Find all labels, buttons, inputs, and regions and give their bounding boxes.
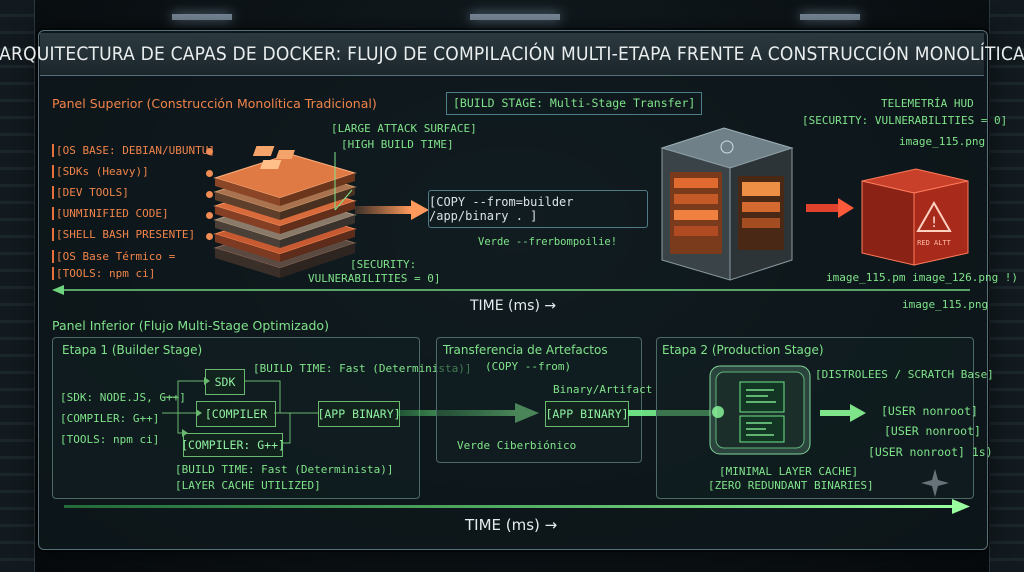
ceiling-light [800,14,860,20]
transfer-app-binary-box: [APP BINARY] [545,401,629,427]
page-title: ARQUITECTURA DE CAPAS DE DOCKER: FLUJO D… [0,43,1024,65]
server-rack-left [0,0,35,572]
ceiling-light [470,14,560,20]
stage2-title: Etapa 2 (Production Stage) [662,343,824,357]
layer-label: [OS BASE: DEBIAN/UBUNTU] [52,144,215,157]
hud-security: [SECURITY: VULNERABILITIES = 0] [802,114,1008,127]
copy-command-text: [COPY --from=builder /app/binary . ] [429,195,574,223]
stage1-connectors [162,377,318,444]
top-time-label: TIME (ms) → [470,298,557,314]
transfer-panel [436,337,642,463]
stack-note: [LARGE ATTACK SURFACE] [331,122,477,135]
connector-dot [206,170,213,177]
warning-sign-text: RED ALTT [917,239,952,247]
image-bottom-ref: image_115.png [902,298,989,311]
stage1-input: [COMPILER: G++] [60,412,160,425]
compiler-box-label: [COMPILER [204,407,268,421]
copy-command-caption: Verde --frerbompoilie! [478,236,618,248]
layer-label: [SDKs (Heavy)] [52,165,149,178]
stage2-base-note: [DISTROLEES / SCRATCH Base] [815,368,994,381]
hud-image-ref: image_115.png [899,135,986,148]
sdk-box-label: SDK [214,375,236,389]
stage2-panel [656,337,974,499]
ceiling-light [172,14,232,20]
connector-dot [206,233,213,240]
stage1-input: [SDK: NODE.JS, G++] [60,391,186,404]
title-bar: ARQUITECTURA DE CAPAS DE DOCKER: FLUJO D… [0,33,1024,76]
top-panel-heading: Panel Superior (Construcción Monolítica … [52,96,377,111]
stack-note: [HIGH BUILD TIME] [341,138,454,151]
flow-arrow-red [806,198,854,218]
container-crate [660,127,794,281]
transfer-footer: Verde Ciberbiónico [457,439,577,452]
security-note: [SECURITY: [350,258,417,271]
stage1-title: Etapa 1 (Builder Stage) [62,343,203,357]
compiler-gpp-box-label: [COMPILER: G++] [181,438,285,452]
svg-text:!: ! [931,215,937,231]
stage1-footer: [LAYER CACHE UTILIZED] [175,479,321,492]
transfer-title: Transferencia de Artefactos [443,343,608,357]
connector-dot [206,191,213,198]
stage2-user: [USER nonroot] [884,424,981,438]
stage2-footer: [MINIMAL LAYER CACHE] [719,465,859,478]
copy-command-box: [COPY --from=builder /app/binary . ] [428,190,648,228]
connector-dot [206,148,213,155]
flow-arrow-orange [355,200,429,220]
top-time-axis [52,285,970,295]
hud-title: TELEMETRÍA HUD [881,97,974,110]
layer-label: [OS Base Térmico = [52,250,175,263]
app-binary-box: [APP BINARY] [317,401,401,427]
flow-arrow-green-small [820,404,866,422]
build-stage-label: [BUILD STAGE: Multi-Stage Transfer] [446,92,703,115]
layer-label: [SHELL BASH PRESENTE] [52,228,195,241]
compiler-box: [COMPILER [196,401,276,427]
transfer-subtitle: (COPY --from) [485,360,572,373]
stage2-user: [USER nonroot] 1s) [868,445,993,459]
stage1-input: [TOOLS: npm ci] [60,433,160,446]
stack-note-leader [334,152,353,211]
app-binary-box-label: [APP BINARY] [317,407,401,421]
stage2-footer: [ZERO REDUNDANT BINARIES] [708,479,874,492]
stage1-footer: [BUILD TIME: Fast (Determinista)] [175,463,394,476]
bottom-time-axis [64,499,970,514]
bottom-panel-heading: Panel Inferior (Flujo Multi-Stage Optimi… [52,318,329,333]
production-container [709,365,811,455]
warning-container: ! RED ALTT [861,168,969,266]
monolithic-layer-stack [213,146,357,278]
transfer-artifact-label: Binary/Artifact [553,383,653,396]
compiler-gpp-box: [COMPILER: G++] [181,433,285,457]
transfer-app-binary-label: [APP BINARY] [545,407,629,421]
image-refs: image_115.pm image_126.png !) [826,271,1019,284]
layer-label: [TOOLS: npm ci] [52,267,155,280]
security-note: VULNERABILITIES = 0] [308,272,441,285]
bottom-time-label: TIME (ms) → [465,516,558,534]
layer-label: [DEV TOOLS] [52,186,129,199]
stage1-build-time-note: [BUILD TIME: Fast (Determinista)] [253,362,472,375]
stage2-user: [USER nonroot] [881,404,978,418]
layer-label: [UNMINIFIED CODE] [52,207,169,220]
sparkle-icon [921,469,949,497]
sdk-box: SDK [205,369,245,395]
server-rack-right [989,0,1024,572]
connector-dot [206,212,213,219]
